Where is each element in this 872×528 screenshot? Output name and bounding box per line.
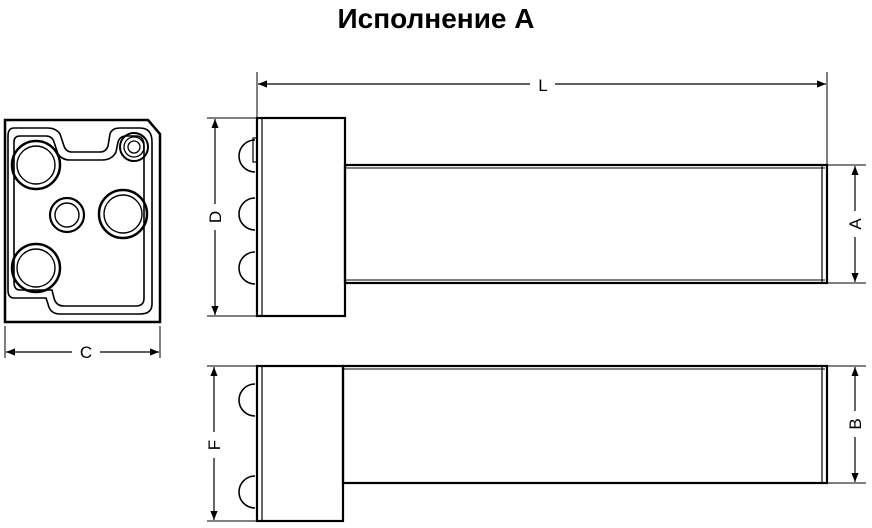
port-bottom-left — [10, 242, 62, 294]
dimension-label-a: A — [846, 218, 865, 230]
dimension-l: L — [256, 72, 828, 165]
dimension-b: B — [827, 365, 866, 484]
dimension-c: C — [4, 326, 161, 362]
end-view-channel-outer — [7, 127, 153, 315]
end-view — [3, 118, 162, 324]
dimension-label-d: D — [206, 211, 225, 223]
dimension-d: D — [206, 117, 257, 317]
top-view — [238, 116, 829, 318]
top-view-tab — [252, 137, 258, 163]
port-top-right-small — [119, 132, 149, 162]
dimension-label-l: L — [538, 76, 547, 95]
dimension-f: F — [205, 365, 257, 522]
end-view-outline — [3, 118, 162, 324]
dimension-label-b: B — [846, 418, 865, 429]
dimension-label-f: F — [205, 440, 224, 450]
top-view-shank — [343, 163, 829, 285]
side-view-bumps — [238, 383, 256, 509]
top-view-bumps — [238, 139, 256, 285]
dimension-label-c: C — [80, 343, 92, 362]
port-top-left — [10, 139, 62, 191]
side-view-shank — [341, 364, 829, 485]
port-right — [97, 188, 149, 240]
port-center-small — [48, 196, 86, 234]
side-view-head — [255, 364, 345, 523]
diagram-title: Исполнение А — [337, 3, 535, 34]
end-view-channel-inner — [13, 135, 145, 307]
side-view — [238, 364, 829, 523]
dimension-a: A — [827, 164, 866, 284]
top-view-head — [255, 116, 347, 318]
